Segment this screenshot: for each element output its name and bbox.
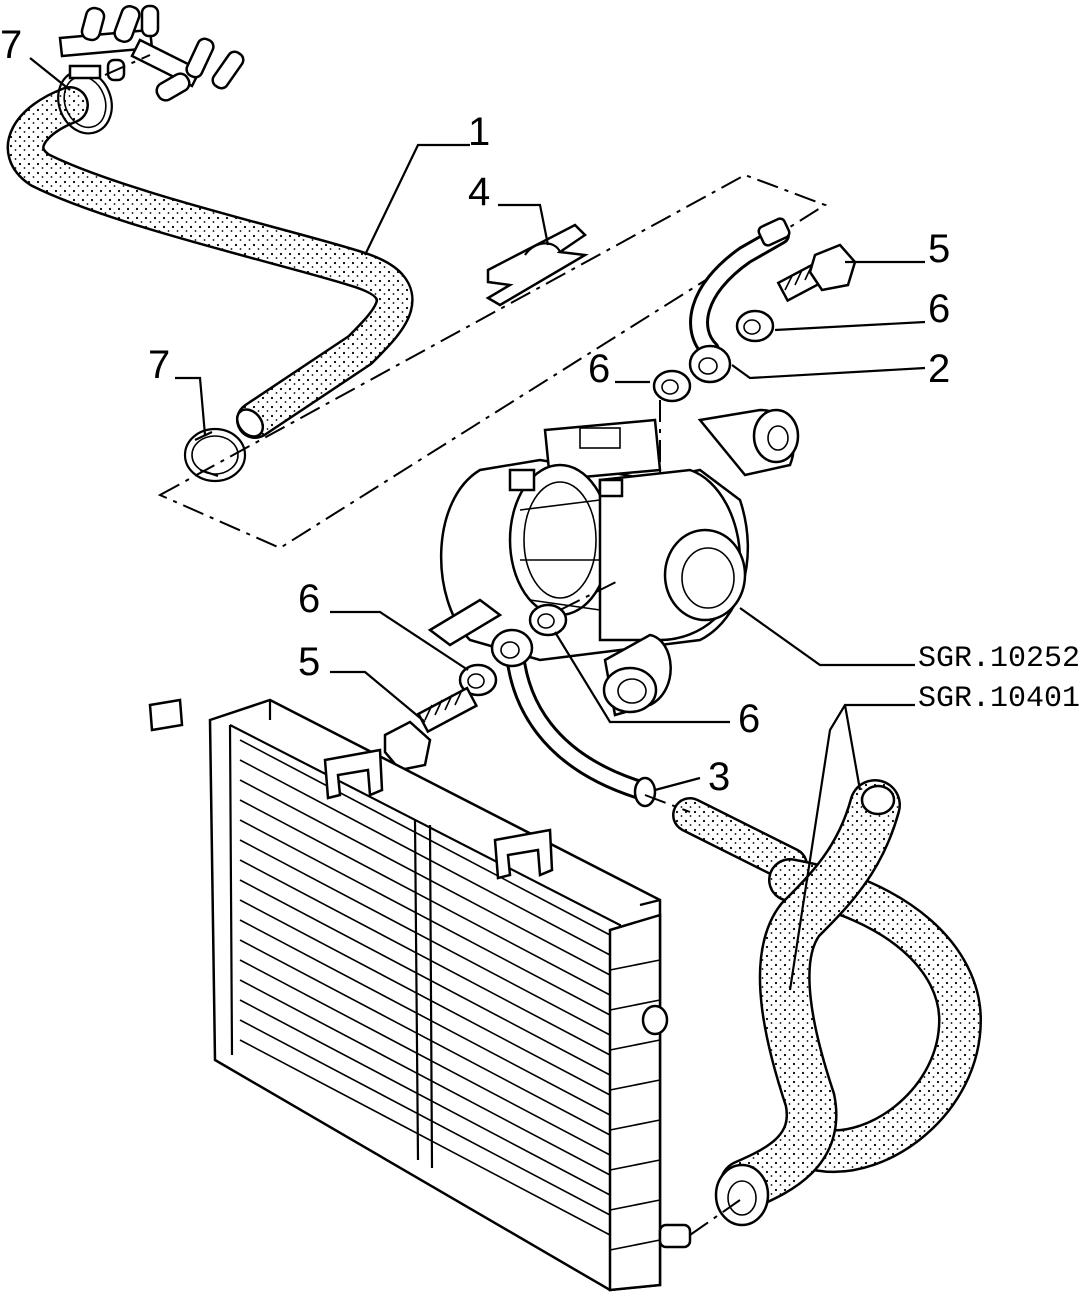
radiator xyxy=(148,698,692,1292)
callout-1: 1 xyxy=(468,110,490,154)
callout-6-mid-left: 6 xyxy=(298,577,320,621)
callout-5-lower: 5 xyxy=(298,640,320,684)
hose-clamp-top xyxy=(57,64,113,135)
callout-3: 3 xyxy=(708,755,730,799)
assembly-center-lines xyxy=(104,54,741,1236)
oil-feed-pipe-2 xyxy=(688,217,791,384)
sealing-washer-top-left xyxy=(652,369,692,403)
callout-6-mid-right: 6 xyxy=(738,697,760,741)
assembly-boundary-line xyxy=(157,173,828,550)
callout-7-top: 7 xyxy=(0,23,22,67)
callout-5-top: 5 xyxy=(928,227,950,271)
hose-1 xyxy=(6,86,414,439)
callout-labels: 1 2 3 4 5 5 6 6 6 6 7 7 SGR.10252 SGR.10… xyxy=(0,23,1080,799)
reference-sgr-10252: SGR.10252 xyxy=(918,642,1080,676)
coolant-manifold-pipe xyxy=(58,4,245,102)
sealing-washer-mid-upper xyxy=(528,603,568,637)
sealing-washer-mid-lower xyxy=(458,663,498,697)
callout-2: 2 xyxy=(928,347,950,391)
callout-6-top-right: 6 xyxy=(928,287,950,331)
leader-lines xyxy=(29,57,926,991)
hose-clamp-lower xyxy=(183,427,247,483)
oil-return-pipe-3 xyxy=(490,628,657,808)
callout-7-lower: 7 xyxy=(148,343,170,387)
retaining-clip-4 xyxy=(485,223,589,307)
callout-4: 4 xyxy=(468,170,490,214)
callout-6-top-left: 6 xyxy=(588,347,610,391)
reference-sgr-10401: SGR.10401 xyxy=(918,682,1080,716)
turbocharger xyxy=(427,408,800,717)
banjo-bolt-lower xyxy=(383,686,479,772)
radiator-hose-assembly xyxy=(672,779,982,1227)
sealing-washer-top-right xyxy=(735,309,775,343)
banjo-bolt-top xyxy=(776,243,857,303)
